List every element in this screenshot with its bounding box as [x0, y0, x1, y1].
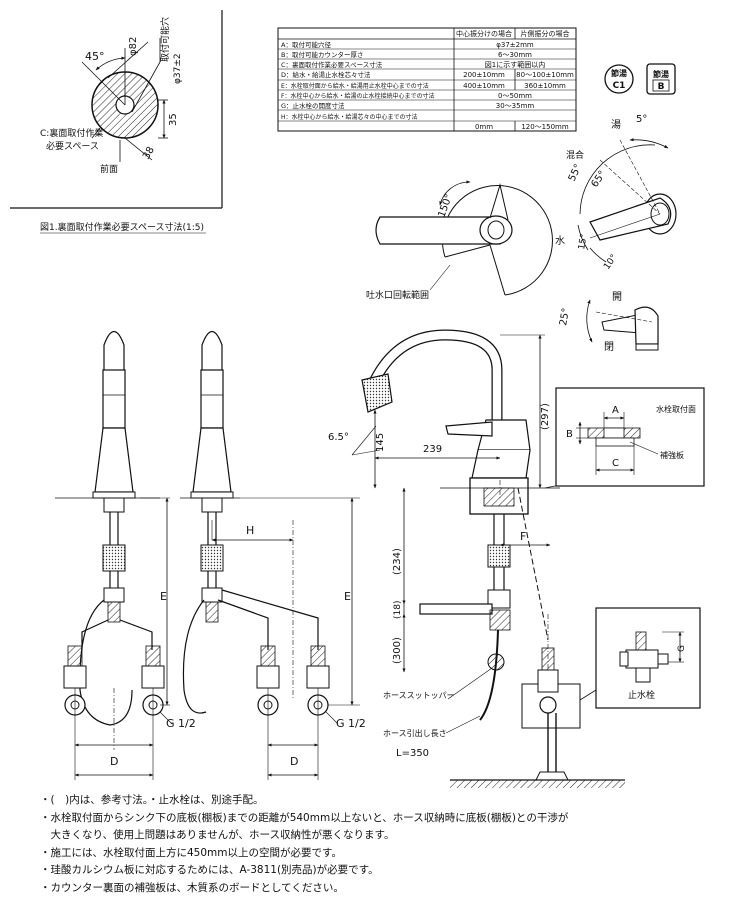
table-row-side: 80～100±10mm [516, 71, 574, 79]
front-view-side: H D E G 1/2 [180, 330, 366, 780]
table-row-side: 360±10mm [524, 82, 566, 90]
spec-table: 中心振分けの場合 片側振分の場合 A：取付可能穴径 φ37±2mm B：取付可能… [277, 27, 577, 132]
open-close-angle: 25° [558, 307, 572, 326]
angle-6-5: 6.5° [328, 432, 349, 443]
table-row-label: B：取付可能カウンター厚さ [281, 50, 363, 59]
note-line: ・( )内は、参考寸法。・止水栓は、別途手配。 [40, 794, 264, 806]
note-line: ・カウンター裏面の補強板は、木質系のボードとしてください。 [40, 881, 344, 894]
table-row-label: F：水栓中心から給水・給湯の止水栓接続中心までの寸法 [281, 92, 434, 100]
note-line: ・水栓取付面からシンク下の底板(棚板)までの距離が540mm以上ないと、ホース収… [40, 811, 569, 824]
hose-length-value: L=350 [396, 748, 429, 759]
fig1-dim-38: 38 [141, 145, 157, 162]
detail-g-label: G [677, 645, 687, 652]
table-row-center: 0～50mm [498, 92, 532, 100]
dim-239: 239 [423, 444, 442, 455]
fig1-front-label: 前面 [100, 163, 118, 175]
fig1-caption: 図1.裏面取付作業必要スペース寸法(1:5) [40, 221, 204, 233]
detail-plate-label: 補強板 [660, 450, 684, 460]
f-label: F [520, 530, 526, 543]
dim-145: 145 [375, 433, 386, 452]
detail-mounting-surface: 水栓取付面 A B C 補強板 [544, 387, 705, 489]
table-row-center: φ37±2mm [496, 41, 534, 49]
e-right-label: E [344, 590, 351, 603]
table-row-label: D：給水・給湯止水栓芯々寸法 [281, 70, 371, 79]
d-right-label: D [290, 755, 298, 768]
badge-sessyu-b: 節湯 B [646, 63, 676, 95]
h-label: H [246, 524, 254, 537]
open-label: 開 [612, 291, 622, 303]
table-head-center: 中心振分けの場合 [456, 29, 512, 38]
detail-valve-label: 止水栓 [628, 689, 655, 701]
d-left-label: D [110, 755, 118, 768]
table-row-center: 図1に示す範囲以内 [485, 60, 545, 69]
badge-sessyu-c1: 節湯 C1 [604, 64, 634, 94]
g12-left-label: G 1/2 [166, 717, 196, 730]
badge-b-top: 節湯 [653, 69, 669, 79]
g12-right-label: G 1/2 [336, 717, 366, 730]
table-row-label: E：水栓取付面から給水・給湯用止水栓中心までの寸法 [281, 82, 429, 90]
e-left-label: E [160, 590, 167, 603]
lever-angles-view: 湯 5° 混合 55° 65° 水 15° 10° [555, 114, 677, 272]
fig1-space-label-1: C:裏面取付作業 [40, 127, 103, 139]
top-view-label: 吐水口回転範囲 [366, 289, 429, 301]
top-view-spout-rotation: 150° 吐水口回転範囲 [366, 180, 553, 301]
lever-mix-label: 混合 [566, 149, 584, 161]
detail-shutoff-valve: G 止水栓 [579, 607, 701, 709]
hose-stopper-label: ホーススットッパー [383, 691, 455, 700]
table-row-center: 6～30mm [498, 51, 532, 59]
fig1-hole-label: 取付可能穴 [159, 17, 171, 62]
lever-angle-10: 10° [602, 253, 619, 272]
table-head-side: 片側振分の場合 [521, 29, 570, 38]
lever-water-label: 水 [555, 235, 565, 247]
lever-hot-angle: 5° [636, 114, 647, 125]
note-line: ・施工には、水栓取付面上方に450mm以上の空間が必要です。 [40, 846, 342, 859]
table-row-center: 0mm [475, 123, 493, 131]
badge-c1-bottom: C1 [613, 81, 626, 91]
table-row-center: 30～35mm [496, 102, 535, 110]
table-row-label: H：水栓中心から給水・給湯芯々の中心までの寸法 [281, 113, 418, 121]
table-row-center: 200±10mm [463, 71, 505, 79]
top-view-angle: 150° [436, 193, 455, 219]
lever-hot-label: 湯 [611, 118, 621, 131]
fig1-angle-label: 45° [85, 50, 105, 63]
hose-length-label: ホース引出し長さ [383, 728, 447, 738]
lever-open-close-view: 開 閉 25° [558, 291, 659, 353]
fig1-mounting-space: 45° φ82 取付可能穴 φ37±2 35 38 C:裏面取付作業 必要スペー… [10, 10, 223, 234]
note-line: ・珪酸カルシウム板に対応するためには、A-3811(別売品)が必要です。 [40, 864, 379, 876]
table-row-label: G：止水栓の開度寸法 [281, 101, 345, 110]
dim-234: (234) [392, 548, 403, 575]
fig1-hole-size: φ37±2 [173, 53, 183, 84]
fig1-space-label-2: 必要スペース [46, 140, 99, 152]
lever-angle-15: 15° [577, 233, 590, 250]
front-view-center: D E G 1/2 [55, 330, 196, 780]
detail-a-label: A [612, 405, 619, 416]
fig1-dim-82: φ82 [128, 37, 139, 56]
table-row-label: C：裏面取付作業必要スペース寸法 [281, 60, 383, 69]
floor-hatch [450, 780, 625, 788]
detail-mount-title: 水栓取付面 [656, 404, 696, 414]
table-row-label: A：取付可能穴径 [281, 40, 331, 49]
table-row-side: 120～150mm [521, 123, 569, 131]
note-line: 大きくなり、使用上問題はありませんが、ホース収納性が悪くなります。 [40, 829, 395, 841]
fig1-dim-35: 35 [168, 113, 179, 126]
dim-297: (297) [540, 403, 551, 430]
badge-c1-top: 節湯 [611, 68, 627, 78]
lever-angle-65: 65° [589, 169, 608, 190]
badge-b-bottom: B [658, 82, 665, 92]
detail-c-label: C [612, 458, 619, 469]
dim-300: (300) [392, 637, 403, 664]
close-label: 閉 [604, 341, 614, 353]
notes: ・( )内は、参考寸法。・止水栓は、別途手配。 ・水栓取付面からシンク下の底板(… [40, 792, 720, 897]
detail-b-label: B [566, 429, 573, 440]
side-view-faucet: 145 239 (297) (234) (18) (300) F 6.5° ホー… [328, 329, 625, 788]
lever-mix-angle: 55° [567, 163, 584, 184]
dim-18: (18) [393, 601, 403, 619]
table-row-center: 400±10mm [463, 82, 505, 90]
